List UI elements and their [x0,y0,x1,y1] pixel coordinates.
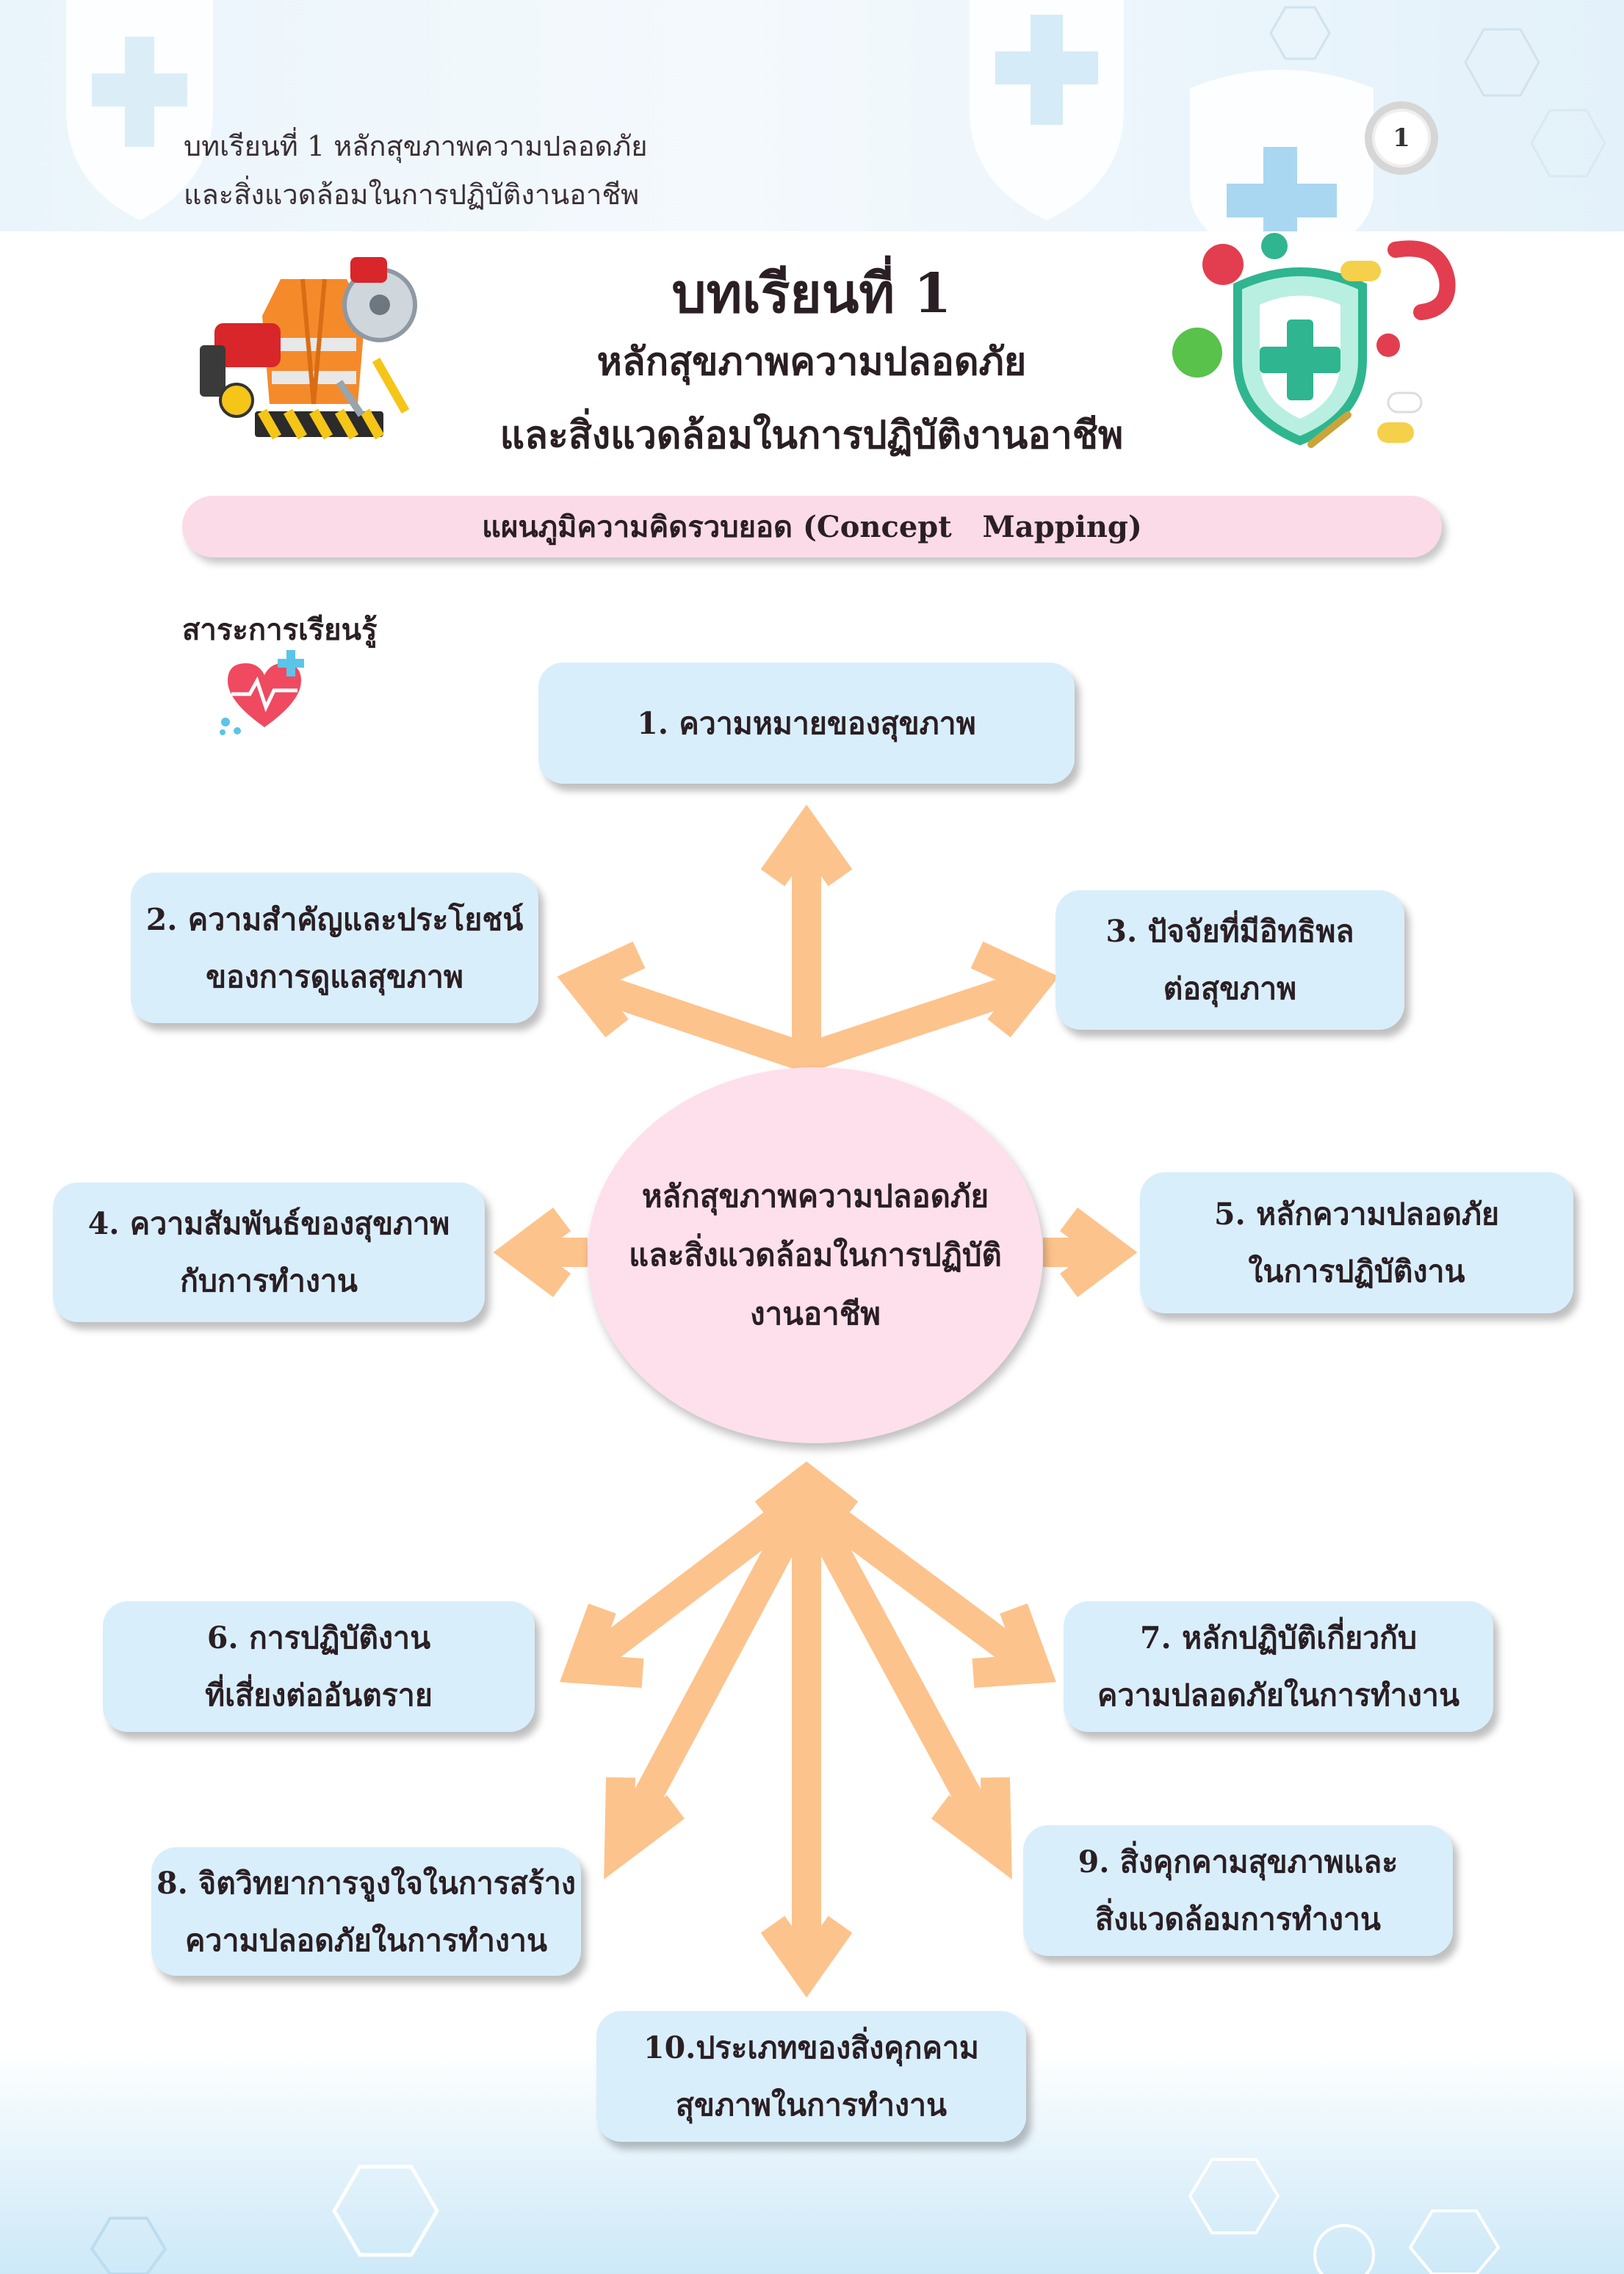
chapter-subtitle-line-1: หลักสุขภาพความปลอดภัย [596,339,1027,384]
arrow-to-topic-2 [582,970,812,1072]
topic-2-box: 2. ความสำคัญและประโยชน์ ของการดูแลสุขภาพ [131,873,538,1023]
topic-9-box: 9. สิ่งคุกคามสุขภาพและ สิ่งแวดล้อมการทำง… [1023,1825,1453,1956]
chapter-heading: บทเรียนที่ 1 [671,262,952,325]
chapter-subtitle-line-2: และสิ่งแวดล้อมในการปฏิบัติงานอาชีพ [499,413,1124,458]
topic-5-line-1: 5. หลักความปลอดภัย [1214,1196,1499,1232]
topic-10-line-1: 10.ประเภทของสิ่งคุกคาม [643,2030,979,2065]
central-concept-line-3: งานอาชีพ [750,1296,881,1332]
arrow-to-topic-6-head [560,1603,644,1688]
shield-decoration-icon [1190,70,1374,231]
health-shield-virus-illustration-icon [1172,233,1456,448]
arrow-to-topic-8 [611,1491,820,1847]
topic-6-line-2: ที่เสี่ยงต่ออันตราย [205,1678,433,1713]
running-title-line-2: และสิ่งแวดล้อมในการปฏิบัติงานอาชีพ [184,178,640,211]
arrow-to-topic-8-head [604,1777,685,1880]
arrow-to-topic-9 [793,1491,1005,1847]
topic-6-box: 6. การปฏิบัติงาน ที่เสี่ยงต่ออันตราย [103,1601,535,1732]
topic-7-line-2: ความปลอดภัยในการทำงาน [1097,1678,1459,1713]
topic-10-box: 10.ประเภทของสิ่งคุกคาม สุขภาพในการทำงาน [596,2011,1026,2142]
topic-2-line-2: ของการดูแลสุขภาพ [206,959,463,995]
topic-6-line-1: 6. การปฏิบัติงาน [206,1620,431,1656]
topic-8-box: 8. จิตวิทยาการจูงใจในการสร้าง ความปลอดภั… [151,1847,581,1976]
arrow-to-topic-1-head [760,804,853,887]
page-number: 1 [1365,101,1438,175]
arrow-to-topic-2-head [557,941,646,1038]
topic-5-line-2: ในการปฏิบัติงาน [1248,1254,1465,1289]
topic-1-box: 1. ความหมายของสุขภาพ [538,663,1075,784]
arrow-to-topic-6 [578,1487,816,1675]
header-band: บทเรียนที่ 1 หลักสุขภาพความปลอดภัย และสิ… [0,0,1624,231]
topic-3-line-2: ต่อสุขภาพ [1163,971,1297,1006]
central-concept: หลักสุขภาพความปลอดภัย และสิ่งแวดล้อมในกา… [588,1067,1043,1443]
hexagon-decoration-icon [1269,6,1606,178]
central-concept-line-2: และสิ่งแวดล้อมในการปฏิบัติ [629,1237,1002,1273]
topic-10-line-2: สุขภาพในการทำงาน [675,2087,948,2123]
topic-4-line-1: 4. ความสัมพันธ์ของสุขภาพ [87,1206,450,1241]
topic-8-line-2: ความปลอดภัยในการทำงาน [185,1922,547,1958]
topic-3-line-1: 3. ปัจจัยที่มีอิทธิพล [1105,914,1354,949]
arrow-hub-bottom [754,1461,859,1525]
shield-decoration-icon [66,0,213,220]
arrow-to-topic-7-head [972,1603,1056,1688]
topic-2-line-1: 2. ความสำคัญและประโยชน์ [145,901,524,937]
arrow-to-topic-10-head [760,1916,853,1998]
topic-9-line-1: 9. สิ่งคุกคามสุขภาพและ [1078,1844,1399,1880]
arrow-to-topic-9-head [931,1777,1012,1880]
arrow-to-topic-7 [798,1486,1037,1676]
concept-mapping-banner: แผนภูมิความคิดรวบยอด (Concept Mapping) [182,496,1442,557]
topic-7-line-1: 7. หลักปฏิบัติเกี่ยวกับ [1140,1620,1417,1656]
arrow-to-topic-3 [801,970,1033,1072]
topic-1-line-1: 1. ความหมายของสุขภาพ [637,705,976,741]
arrow-to-topic-5-head [1060,1208,1138,1297]
section-label: สาระการเรียนรู้ [182,613,378,647]
hexagon-decoration-icon [90,2158,1501,2274]
topic-5-box: 5. หลักความปลอดภัย ในการปฏิบัติงาน [1140,1172,1573,1313]
shield-decoration-icon [970,0,1124,220]
topic-3-box: 3. ปัจจัยที่มีอิทธิพล ต่อสุขภาพ [1055,890,1404,1030]
topic-4-line-2: กับการทำงาน [180,1263,358,1299]
topic-4-box: 4. ความสัมพันธ์ของสุขภาพ กับการทำงาน [53,1183,485,1322]
arrow-to-topic-3-head [970,941,1059,1038]
heart-pulse-icon [220,650,304,735]
arrow-to-topic-4-head [493,1208,571,1297]
safety-tools-illustration-icon [200,257,417,440]
central-concept-line-1: หลักสุขภาพความปลอดภัย [641,1178,989,1214]
topic-7-box: 7. หลักปฏิบัติเกี่ยวกับ ความปลอดภัยในการ… [1064,1601,1493,1732]
running-title-line-1: บทเรียนที่ 1 หลักสุขภาพความปลอดภัย [184,130,648,162]
topic-8-line-1: 8. จิตวิทยาการจูงใจในการสร้าง [156,1865,576,1901]
topic-9-line-2: สิ่งแวดล้อมการทำงาน [1095,1902,1381,1937]
